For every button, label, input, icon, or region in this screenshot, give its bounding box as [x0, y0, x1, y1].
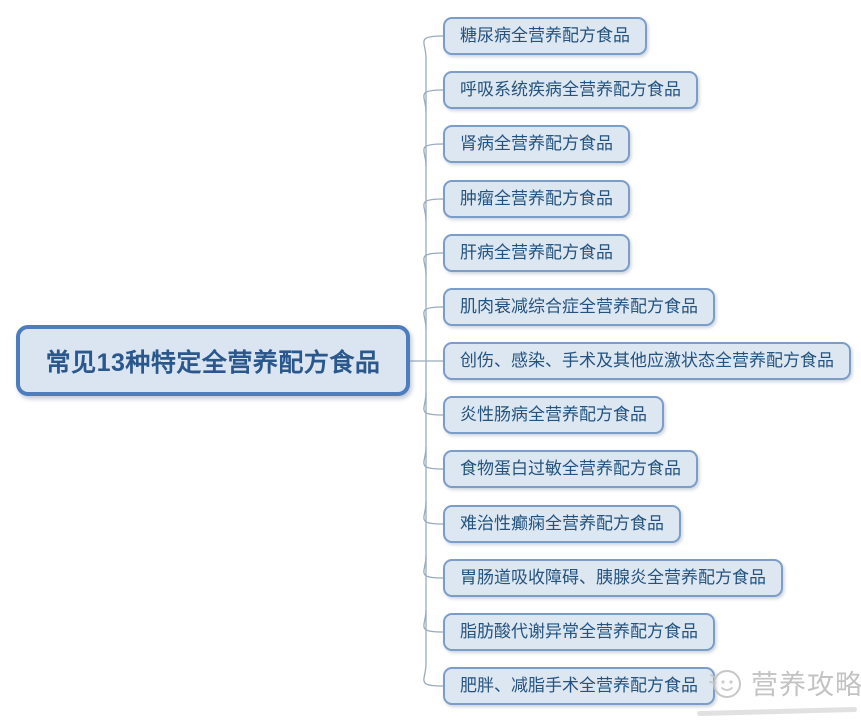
- root-node[interactable]: 常见13种特定全营养配方食品: [16, 325, 410, 396]
- branch-node-11[interactable]: 胃肠道吸收障碍、胰腺炎全营养配方食品: [443, 559, 783, 597]
- branch-node-6[interactable]: 肌肉衰减综合症全营养配方食品: [443, 288, 715, 326]
- branch-node-13[interactable]: 肥胖、减脂手术全营养配方食品: [443, 667, 715, 705]
- branch-node-3[interactable]: 肾病全营养配方食品: [443, 125, 630, 163]
- root-node-label: 常见13种特定全营养配方食品: [45, 348, 381, 377]
- branch-node-1[interactable]: 糖尿病全营养配方食品: [443, 17, 647, 55]
- branch-node-2[interactable]: 呼吸系统疾病全营养配方食品: [443, 71, 698, 109]
- branch-node-7[interactable]: 创伤、感染、手术及其他应激状态全营养配方食品: [443, 342, 851, 380]
- branch-node-8[interactable]: 炎性肠病全营养配方食品: [443, 396, 664, 434]
- branch-node-12[interactable]: 脂肪酸代谢异常全营养配方食品: [443, 613, 715, 651]
- branch-node-9[interactable]: 食物蛋白过敏全营养配方食品: [443, 450, 698, 488]
- branch-node-5[interactable]: 肝病全营养配方食品: [443, 234, 630, 272]
- branch-node-10[interactable]: 难治性癫痫全营养配方食品: [443, 505, 681, 543]
- branch-node-4[interactable]: 肿瘤全营养配方食品: [443, 180, 630, 218]
